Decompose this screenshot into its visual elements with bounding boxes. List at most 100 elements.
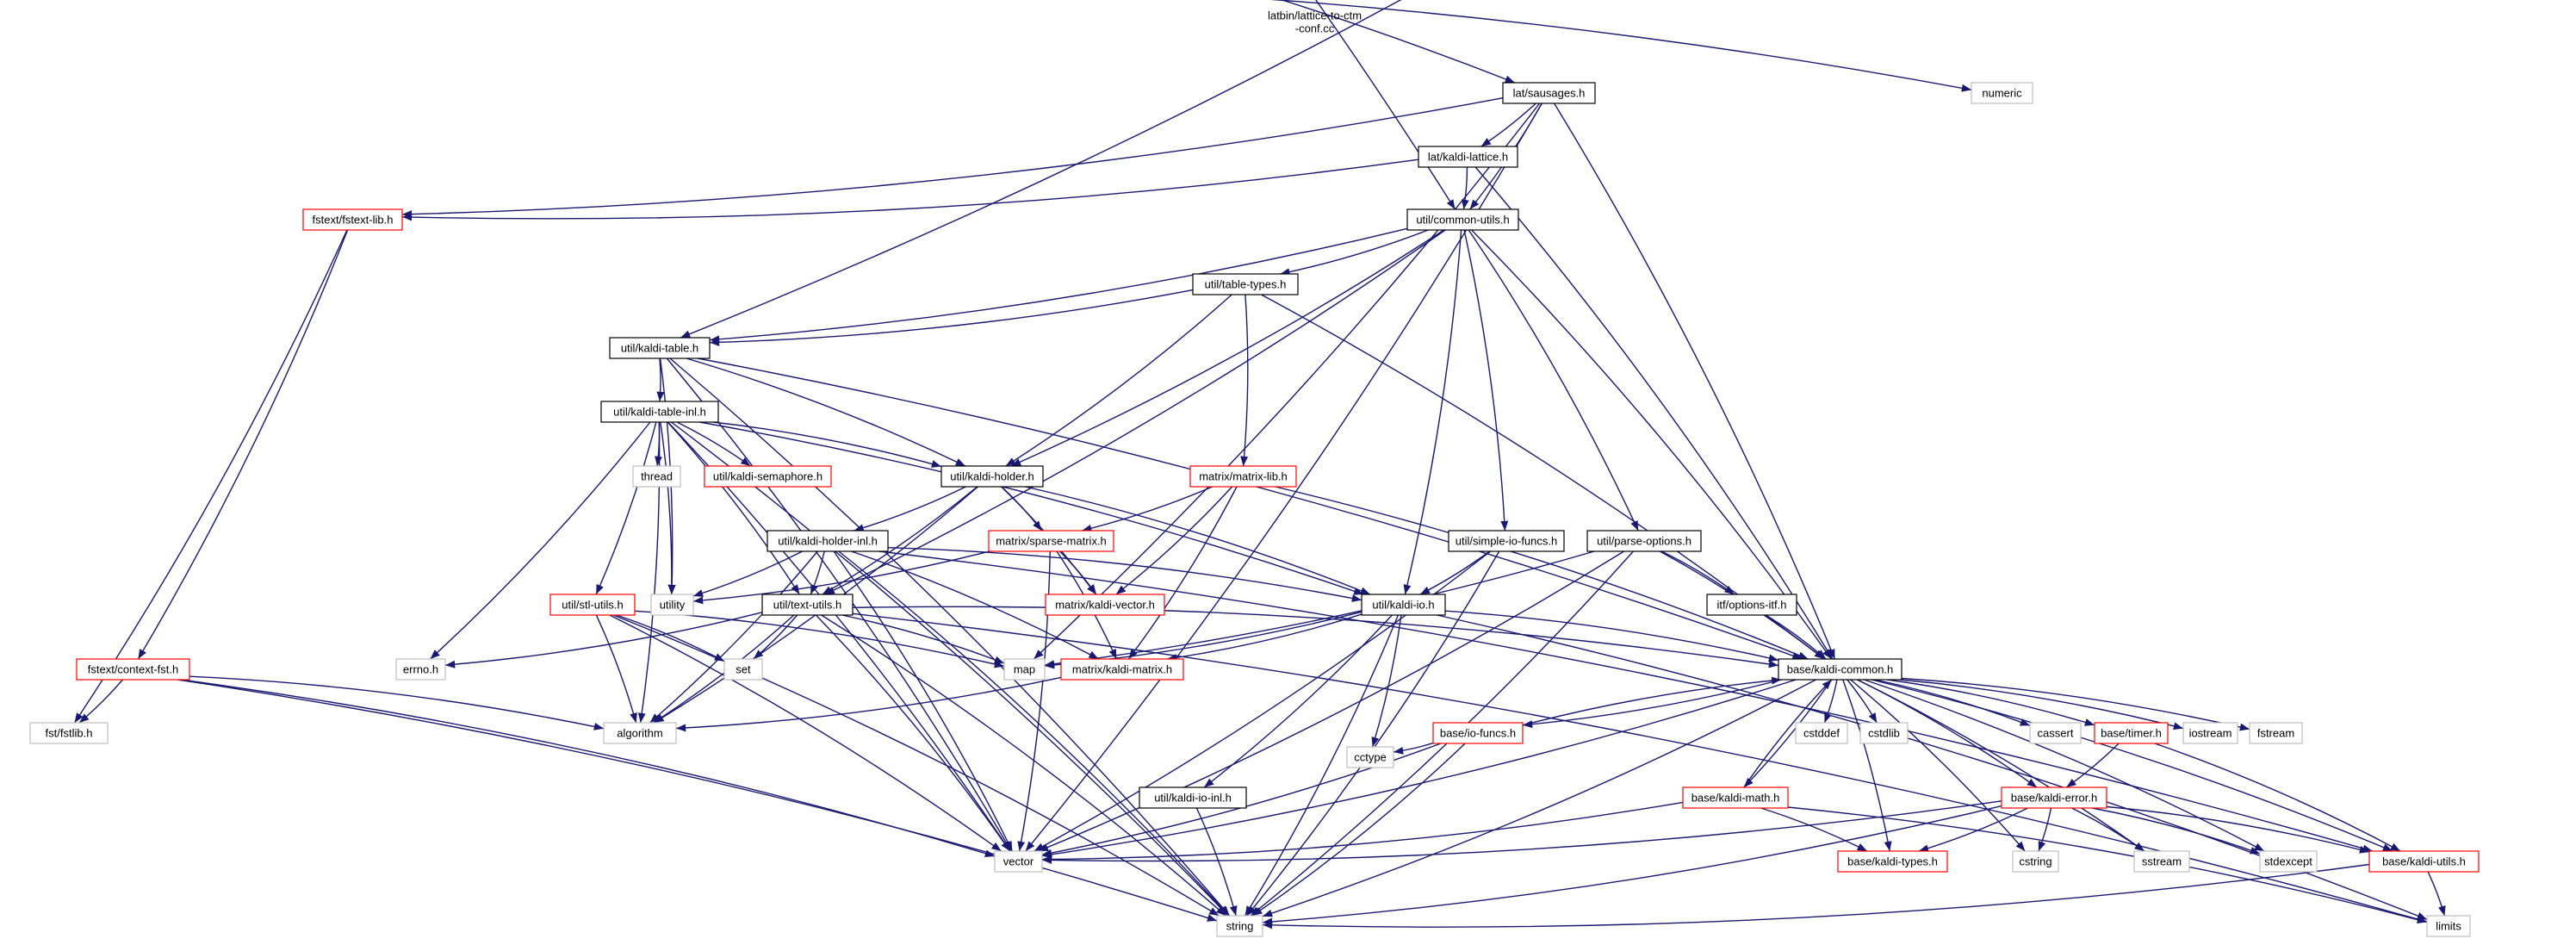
- node-label-commonutils: util/common-utils.h: [1416, 214, 1509, 227]
- node-utility: utility: [650, 594, 694, 616]
- edge-kaldicommon-to-fstream: [1901, 677, 2250, 731]
- node-kaldilattice[interactable]: lat/kaldi-lattice.h: [1418, 146, 1518, 168]
- edge-textutils-to-kaldicommon: [852, 606, 1779, 668]
- node-box-kalditableinl: [600, 401, 719, 423]
- node-kaldiioinl[interactable]: util/kaldi-io-inl.h: [1139, 786, 1247, 809]
- node-holder[interactable]: util/kaldi-holder.h: [940, 465, 1044, 488]
- node-box-kaldiio: [1361, 594, 1446, 616]
- edge-tabletypes-to-matrixlib: [1240, 294, 1249, 467]
- node-contextfst[interactable]: fstext/context-fst.h: [76, 658, 190, 681]
- node-box-thread: [632, 465, 681, 488]
- node-box-map: [1003, 658, 1046, 681]
- edge-kalditableinl-to-kaldiio: [699, 421, 1364, 595]
- edge-kaldiio-to-string: [1245, 614, 1400, 917]
- node-parseopts[interactable]: util/parse-options.h: [1586, 530, 1702, 552]
- edge-kaldilattice-to-commonutils: [1461, 166, 1469, 210]
- edge-simpleio-to-kaldiio: [1419, 550, 1491, 595]
- node-box-cstddef: [1795, 722, 1848, 744]
- edge-commonutils-to-kaldiio: [1403, 229, 1462, 595]
- edge-textutils-to-errno: [444, 612, 763, 668]
- node-label-root: latbin/lattice-to-ctm: [1268, 9, 1362, 22]
- node-label-utility: utility: [660, 599, 686, 612]
- node-simpleio[interactable]: util/simple-io-funcs.h: [1448, 530, 1565, 552]
- node-kaldierror[interactable]: base/kaldi-error.h: [2001, 786, 2107, 809]
- node-map: map: [1003, 658, 1046, 681]
- node-kaldicommon[interactable]: base/kaldi-common.h: [1778, 658, 1903, 681]
- node-cstdlib: cstdlib: [1859, 722, 1909, 744]
- node-label-kaldiutils: base/kaldi-utils.h: [2382, 855, 2466, 868]
- node-box-stlutils: [549, 594, 636, 616]
- node-box-algorithm: [603, 722, 677, 744]
- edge-kaldierror-to-kaldiutils: [2106, 805, 2370, 854]
- edge-kaldilattice-to-kaldicommon: [1474, 166, 1834, 660]
- edge-timer-to-kaldiutils: [2154, 743, 2401, 852]
- node-box-limits: [2426, 915, 2471, 937]
- node-semaphore[interactable]: util/kaldi-semaphore.h: [704, 465, 832, 488]
- node-kaldimatrix[interactable]: matrix/kaldi-matrix.h: [1060, 658, 1184, 681]
- edge-kaldierror-to-cstring: [2038, 807, 2052, 852]
- node-label-kaldiio: util/kaldi-io.h: [1372, 599, 1434, 612]
- edge-kaldierror-to-kalditypes: [1918, 807, 2028, 853]
- node-kalditable[interactable]: util/kaldi-table.h: [609, 337, 711, 359]
- edge-timer-to-kaldierror: [2065, 743, 2120, 788]
- edge-kaldiio-to-cctype: [1371, 614, 1402, 748]
- node-stlutils[interactable]: util/stl-utils.h: [549, 594, 636, 616]
- node-optionsitf[interactable]: itf/options-itf.h: [1706, 594, 1797, 616]
- edge-kaldicommon-to-vector: [1041, 679, 1797, 859]
- node-kalditableinl[interactable]: util/kaldi-table-inl.h: [600, 401, 719, 423]
- node-commonutils[interactable]: util/common-utils.h: [1406, 208, 1519, 231]
- node-box-kaldimath: [1682, 786, 1789, 809]
- node-string: string: [1216, 915, 1263, 937]
- node-box-cctype: [1346, 746, 1394, 768]
- edge-kaldierror-to-stdexcept: [2091, 807, 2261, 855]
- node-kaldiutils[interactable]: base/kaldi-utils.h: [2368, 850, 2480, 873]
- edge-textutils-to-vector: [815, 614, 1011, 852]
- node-box-iofuncs: [1432, 722, 1524, 744]
- node-timer[interactable]: base/timer.h: [2094, 722, 2169, 744]
- edge-kalditable-to-holder: [686, 357, 966, 467]
- edge-fstextlib-to-fstlib: [74, 229, 348, 724]
- node-tabletypes[interactable]: util/table-types.h: [1192, 273, 1299, 295]
- edge-kaldicommon-to-iostream: [1900, 679, 2184, 731]
- node-box-string: [1216, 915, 1263, 937]
- node-box-holder: [940, 465, 1044, 488]
- node-fstlib: fst/fstlib.h: [29, 722, 109, 744]
- edge-holder-to-kaldiio: [1025, 486, 1371, 595]
- node-kaldimath[interactable]: base/kaldi-math.h: [1682, 786, 1789, 809]
- node-root[interactable]: latbin/lattice-to-ctm-conf.cc: [1268, 9, 1362, 35]
- node-box-fstlib: [29, 722, 109, 744]
- node-box-kaldierror: [2001, 786, 2107, 809]
- node-box-errno: [395, 658, 446, 681]
- node-box-kaldiioinl: [1139, 786, 1247, 809]
- edge-simpleio-to-string: [1246, 550, 1500, 917]
- node-label-algorithm: algorithm: [617, 727, 662, 740]
- node-kaldiio[interactable]: util/kaldi-io.h: [1361, 594, 1446, 616]
- node-textutils[interactable]: util/text-utils.h: [761, 594, 853, 616]
- node-fstextlib[interactable]: fstext/fstext-lib.h: [302, 208, 403, 231]
- edge-kaldicommon-to-string: [1262, 679, 1816, 917]
- node-iostream: iostream: [2182, 722, 2238, 744]
- edge-matrixlib-to-kaldicommon: [1275, 486, 1809, 660]
- node-sparse[interactable]: matrix/sparse-matrix.h: [988, 530, 1114, 552]
- node-matrixlib[interactable]: matrix/matrix-lib.h: [1189, 465, 1297, 488]
- node-box-kaldilattice: [1418, 146, 1518, 168]
- node-kaldivector[interactable]: matrix/kaldi-vector.h: [1045, 594, 1165, 616]
- node-iofuncs[interactable]: base/io-funcs.h: [1432, 722, 1524, 744]
- node-label-simpleio: util/simple-io-funcs.h: [1456, 535, 1558, 548]
- node-label-string: string: [1226, 920, 1254, 933]
- node-label-tabletypes: util/table-types.h: [1205, 278, 1287, 291]
- node-stdexcept: stdexcept: [2259, 850, 2318, 873]
- edge-kalditableinl-to-stlutils: [595, 421, 657, 595]
- edge-kaldilattice-to-fstextlib: [401, 159, 1419, 221]
- node-label-textutils: util/text-utils.h: [773, 599, 841, 612]
- edge-contextfst-to-fstlib: [78, 679, 123, 724]
- node-cstddef: cstddef: [1795, 722, 1848, 744]
- edge-kaldicommon-to-cstddef: [1823, 679, 1838, 724]
- node-label-numeric: numeric: [1982, 87, 2022, 100]
- node-holderinl[interactable]: util/kaldi-holder-inl.h: [767, 530, 889, 552]
- node-label-timer: base/timer.h: [2101, 727, 2162, 740]
- node-label-cstddef: cstddef: [1803, 727, 1840, 740]
- node-sausages[interactable]: lat/sausages.h: [1502, 82, 1596, 104]
- edge-holderinl-to-textutils: [810, 550, 825, 595]
- node-kalditypes[interactable]: base/kaldi-types.h: [1837, 850, 1948, 873]
